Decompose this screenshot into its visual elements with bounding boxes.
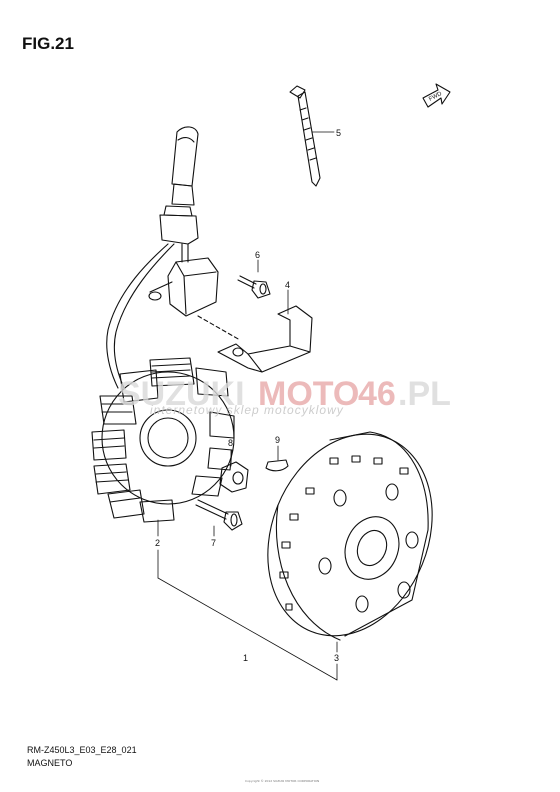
watermark-part1: SUZUKI [118,375,245,413]
callout-5: 5 [336,128,341,138]
callout-4: 4 [285,280,290,290]
callout-6: 6 [255,250,260,260]
callout-9: 9 [275,435,280,445]
watermark: SUZUKI MOTO 46 .PL internetowy sklep mot… [118,375,451,417]
cable-tie [289,85,321,187]
pickup-coil [148,257,219,317]
diagram-caption: MAGNETO [27,758,73,768]
wire-harness [106,126,199,389]
callout-2: 2 [155,538,160,548]
stator-bolt [195,499,243,531]
leader-lines [157,131,338,681]
nut [219,461,249,493]
callout-8: 8 [228,438,233,448]
callout-1: 1 [243,653,248,663]
bolt-small [237,275,271,299]
watermark-part4: .PL [398,375,451,413]
figure-title: FIG.21 [22,34,74,53]
rotor [267,431,433,641]
copyright-notice: Copyright © 2012 SUZUKI MOTOR CORPORATIO… [245,779,320,783]
bracket [217,305,313,373]
watermark-part3: 46 [358,375,396,413]
callout-3: 3 [334,653,339,663]
fwd-arrow-icon [422,83,451,108]
leader-dashed [197,315,241,341]
watermark-part2: MOTO [258,375,359,413]
callout-7: 7 [211,538,216,548]
key [265,459,289,472]
diagram-code: RM-Z450L3_E03_E28_021 [27,745,137,755]
stator [91,357,235,523]
watermark-tagline: internetowy sklep motocyklowy [150,403,344,417]
